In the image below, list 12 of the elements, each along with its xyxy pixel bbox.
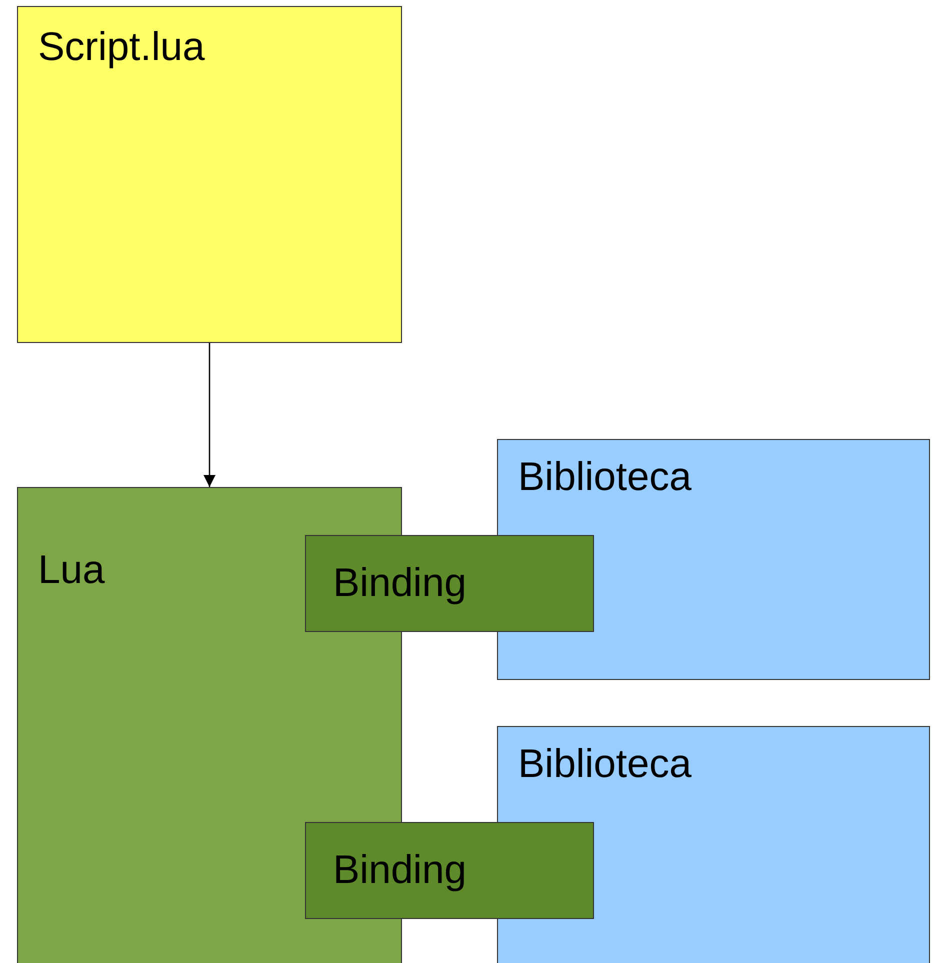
box-label: Biblioteca [518, 455, 692, 499]
box-label: Binding [333, 561, 466, 605]
process-box [497, 726, 930, 963]
box-label: Binding [333, 848, 466, 892]
process-box [497, 439, 930, 680]
box-label: Biblioteca [518, 742, 692, 786]
box-label: Script.lua [38, 25, 205, 69]
box-label: Lua [38, 548, 105, 592]
process-box [305, 535, 594, 632]
arrow [204, 343, 216, 487]
process-box [305, 822, 594, 919]
process-box [17, 6, 402, 343]
